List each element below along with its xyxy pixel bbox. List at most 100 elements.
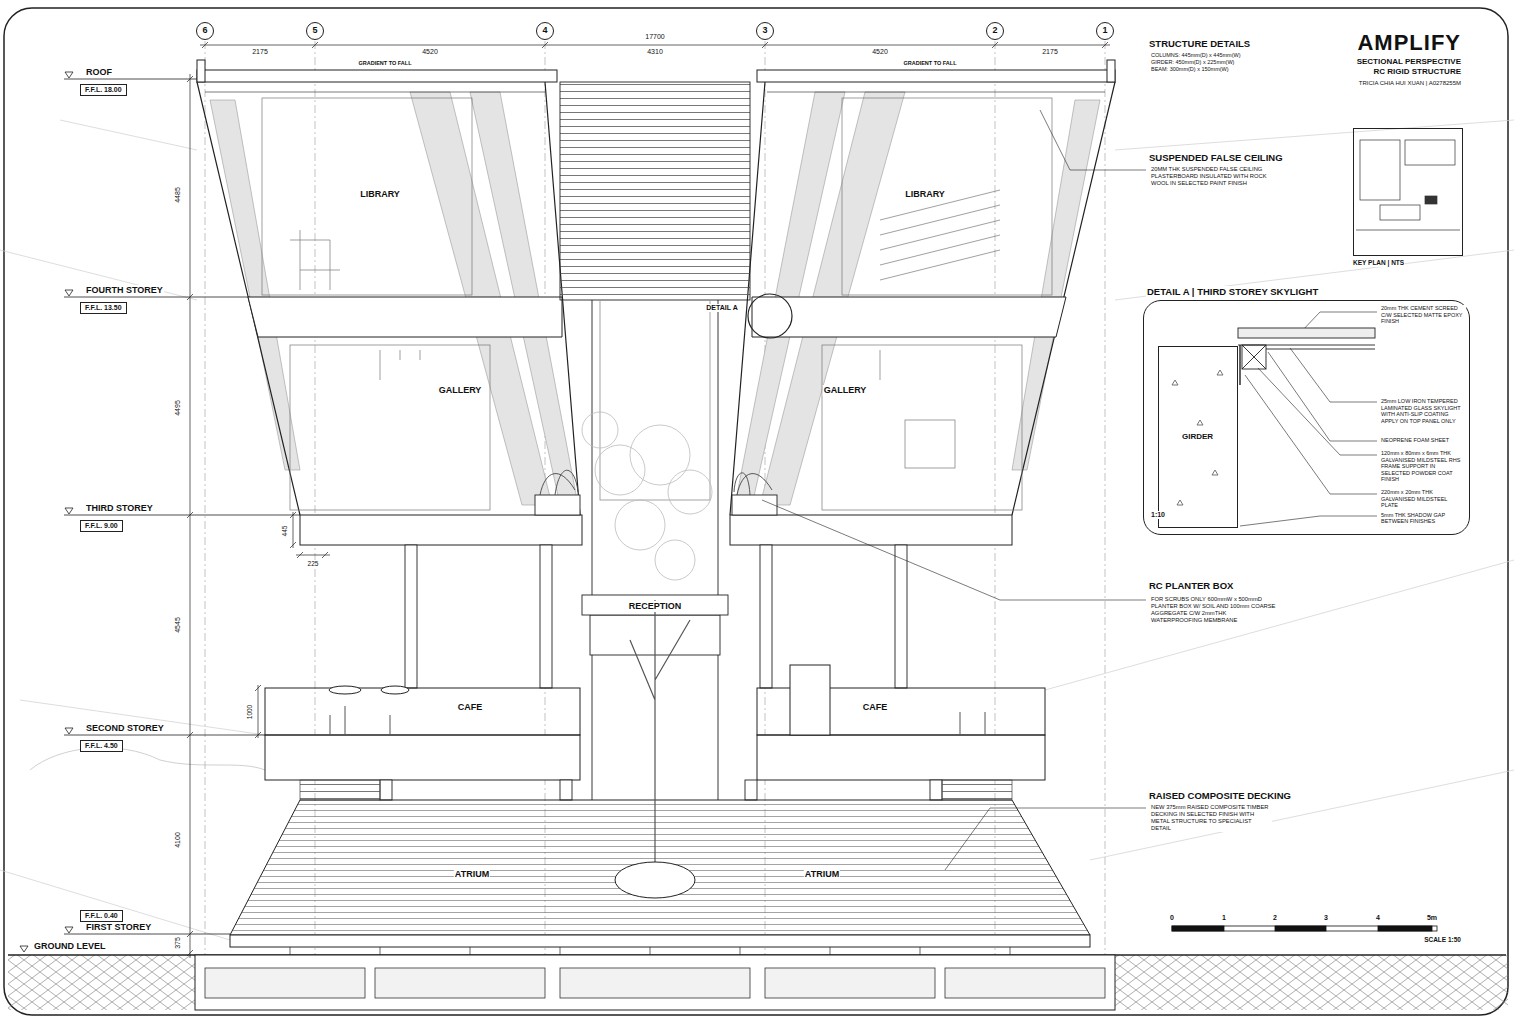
leader-line <box>1245 375 1377 494</box>
node-text: 6 <box>202 25 207 35</box>
atrium-deck <box>230 800 1090 935</box>
key-plan-sketch <box>1356 140 1460 230</box>
room-label: CAFE <box>457 702 484 713</box>
detail-note: 20mm THK CEMENT SCREED C/W SELECTED MATT… <box>1380 305 1466 325</box>
ground <box>945 968 1105 998</box>
dimension: 225 <box>307 560 320 568</box>
scale-bar <box>1172 926 1437 931</box>
dimension: 445 <box>281 525 289 538</box>
room-back-wall <box>905 420 955 468</box>
grid-bubble: 6 <box>196 22 214 40</box>
room-back-wall <box>290 230 340 290</box>
callout-label: DETAIL A <box>705 304 738 312</box>
floor-slab <box>300 515 582 545</box>
dimension: 2175 <box>1041 48 1059 56</box>
ground <box>195 955 1115 1010</box>
node-text: KEY PLAN | NTS <box>1352 259 1405 267</box>
level-name: THIRD STOREY <box>85 503 154 514</box>
floor-slab <box>757 735 1045 780</box>
column <box>380 780 392 800</box>
level-line <box>64 297 250 298</box>
leader-line <box>1240 516 1377 526</box>
level-line <box>64 79 197 80</box>
room-label: CAFE <box>862 702 889 713</box>
stair-flight <box>942 780 1012 800</box>
room-back-wall <box>262 98 472 295</box>
skylight-detail <box>1238 328 1375 338</box>
note-text: FOR SCRUBS ONLY 600mmW x 500mmD PLANTER … <box>1150 596 1277 624</box>
tree <box>668 470 712 514</box>
callout-circle <box>748 294 792 338</box>
dimension-line <box>200 45 1110 46</box>
grid-bubble: 5 <box>306 22 324 40</box>
dimension: 4310 <box>646 48 664 56</box>
dimension: 375 <box>174 936 182 950</box>
detail-note: 220mm x 20mm THK GALVANISED MILDSTEEL PL… <box>1380 489 1466 509</box>
ground <box>8 955 1508 1010</box>
floor-slab <box>265 735 580 780</box>
scale-label: SCALE 1:50 <box>1423 936 1462 944</box>
room-back-wall <box>290 345 490 510</box>
tree <box>582 412 618 448</box>
note-heading: SUSPENDED FALSE CEILING <box>1148 152 1284 163</box>
note-heading: RC PLANTER BOX <box>1148 580 1234 591</box>
planter-box <box>535 495 580 515</box>
ground <box>765 968 935 998</box>
scale-number: 4 <box>1375 914 1381 922</box>
building-envelope <box>197 82 1115 515</box>
room-label: LIBRARY <box>904 189 946 200</box>
skylight-detail <box>1242 345 1266 369</box>
level-name: GROUND LEVEL <box>33 941 107 952</box>
leader-line <box>762 110 1377 870</box>
node-text: 2 <box>992 25 997 35</box>
tree <box>630 425 690 485</box>
central-stair <box>592 300 593 800</box>
grid-bubble: 4 <box>536 22 554 40</box>
dimension: 17700 <box>644 33 665 41</box>
key-plan-sketch <box>1356 230 1460 231</box>
column <box>380 545 942 800</box>
building-envelope <box>197 82 1115 515</box>
room-back-wall <box>880 190 1000 280</box>
dimension-line <box>258 685 259 738</box>
key-plan-sketch <box>1405 140 1455 165</box>
node-text: F.F.L. 0.40 <box>85 912 118 919</box>
dimension: 4495 <box>174 399 182 417</box>
scale-number: 3 <box>1323 914 1329 922</box>
node-text: 3 <box>762 25 767 35</box>
grid-line <box>205 41 206 955</box>
room-back-wall <box>822 345 1022 510</box>
dimension: 4485 <box>174 186 182 204</box>
leader-line <box>1040 110 1146 170</box>
column <box>895 545 907 688</box>
node-text: 5 <box>312 25 317 35</box>
dimension: 4545 <box>174 616 182 634</box>
dimension: 4520 <box>421 48 439 56</box>
grid-bubble: 2 <box>986 22 1004 40</box>
level-line <box>64 515 300 516</box>
room-label: GALLERY <box>438 385 483 396</box>
floor-slab <box>730 515 1012 545</box>
detail-note: 120mm x 80mm x 6mm THK GALVANISED MILDST… <box>1380 450 1466 483</box>
level-tag: F.F.L. 4.50 <box>80 740 123 752</box>
sheet-frame <box>4 8 1508 1015</box>
level-tag: F.F.L. 18.00 <box>80 84 127 96</box>
level-name: ROOF <box>85 67 113 78</box>
stair-flight <box>300 780 380 800</box>
stair-flight <box>300 780 1012 800</box>
subtitle: SECTIONAL PERSPECTIVE <box>1356 57 1462 67</box>
room-label: GALLERY <box>823 385 868 396</box>
roof-slab <box>1107 60 1115 82</box>
floor-slab <box>752 297 1066 337</box>
atrium-deck <box>230 800 1090 955</box>
dimension-line <box>187 42 1110 958</box>
scale-number: 0 <box>1169 914 1175 922</box>
dimension: 4100 <box>174 831 182 849</box>
scale-number: 1 <box>1221 914 1227 922</box>
column <box>745 780 757 800</box>
roof-slab <box>757 70 1115 82</box>
skylight-detail <box>1172 370 1223 505</box>
grid-line <box>1105 41 1106 955</box>
tree <box>655 540 695 580</box>
